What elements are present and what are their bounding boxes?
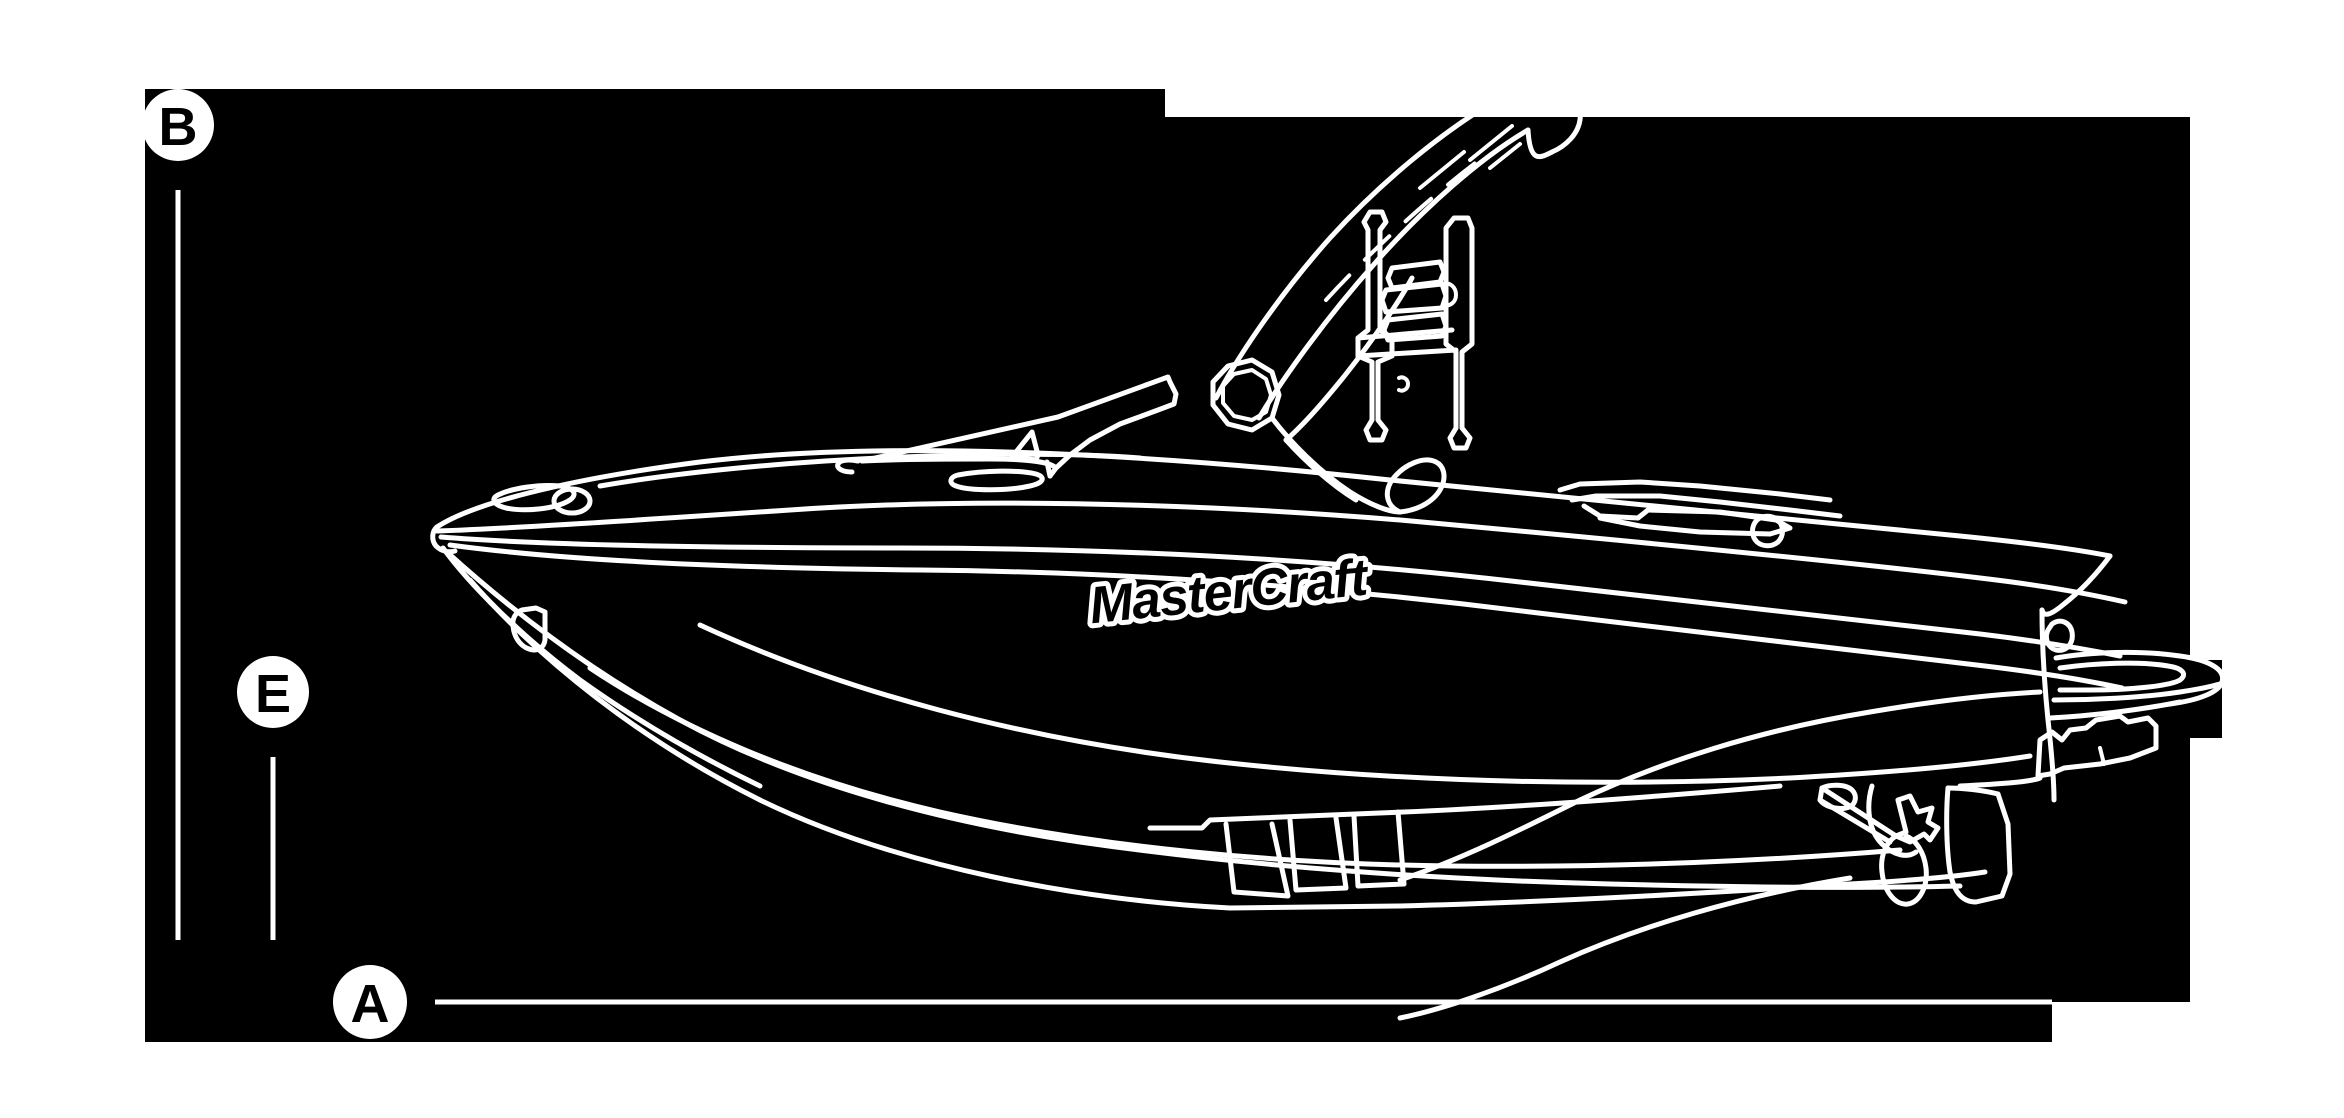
transom-step: [2035, 713, 2159, 779]
tower-arm-right: [1256, 127, 1531, 421]
callout-a-circle[interactable]: [333, 965, 407, 1039]
strake-fin-3: [1351, 809, 1407, 889]
callout-b[interactable]: B: [142, 89, 214, 940]
stern-group: [1957, 607, 2227, 803]
board-rack-group: [1355, 209, 1475, 451]
boat-lineart: [430, 67, 2227, 1021]
rear-deck-detail: [1581, 503, 1651, 521]
rack-cross-brace: [1355, 327, 1455, 341]
tower-base-hub-inner: [1221, 368, 1273, 422]
rack-post-right: [1443, 215, 1475, 451]
black-backdrop-panel: [145, 89, 2222, 1042]
tower-highlight-3: [1488, 142, 1522, 170]
tower-highlight-2: [1468, 124, 1514, 162]
hull-accent-line-2: [1397, 875, 1853, 1021]
tower-lower-leg: [1269, 415, 1403, 515]
strake-fin-1: [1223, 821, 1291, 899]
hull-crease: [587, 665, 1903, 869]
rear-deck-detail-2: [1597, 507, 1793, 537]
tower-inner-dashed: [1324, 150, 1492, 302]
swim-platform-top: [2053, 649, 2226, 707]
transom-step-detail: [2098, 746, 2106, 766]
rack-clamp-lower: [1381, 311, 1449, 343]
running-gear-group: [1147, 782, 2013, 907]
tower-rear-strut: [1283, 275, 1415, 443]
tower-lower-leg-inner: [1283, 437, 1359, 503]
propeller-lower-blade: [1879, 833, 1929, 907]
rack-cross-brace-2: [1355, 347, 1459, 359]
stern-bottom-edge: [1957, 775, 2043, 789]
drive-shaft: [1819, 785, 1899, 839]
hull-panel-break: [697, 622, 2033, 785]
tower-foot-mount: [1384, 457, 1447, 515]
tower-base-hub: [1210, 357, 1282, 433]
tower-head: [1487, 67, 1583, 160]
rack-foot-detail: [1397, 375, 1410, 393]
rudder-leading-edge: [1945, 785, 2001, 797]
rudder-icon: [1944, 785, 2013, 905]
prop-strut: [1866, 783, 1919, 858]
hull-step-line: [1147, 783, 1783, 831]
keel-bottom-line: [467, 577, 1988, 911]
callout-a-label: A: [351, 974, 390, 1034]
rack-knob-icon: [1441, 281, 1458, 308]
sheer-line: [434, 500, 2128, 605]
swim-platform-bottom: [2051, 679, 2227, 703]
platform-bracket: [2047, 699, 2183, 721]
windshield-outline: [859, 374, 1179, 479]
windshield-post: [1044, 459, 1053, 479]
bow-light-icon: [551, 486, 593, 516]
bow-hatch-outline: [491, 483, 577, 513]
tow-eye-icon: [2043, 618, 2075, 653]
callout-e[interactable]: E: [237, 656, 309, 940]
callout-b-label: B: [159, 97, 198, 157]
shaft-log-icon: [1817, 782, 1858, 811]
aft-gunwale: [2039, 553, 2113, 617]
tower-arm-left: [1213, 101, 1493, 401]
deck-vent-icon: [948, 468, 1045, 493]
rub-rail-lower: [447, 542, 2125, 691]
tower-group: [1210, 67, 1583, 515]
callout-b-circle[interactable]: [142, 89, 214, 161]
callout-a[interactable]: A: [333, 965, 2052, 1039]
callout-e-label: E: [255, 664, 291, 724]
hull-accent-line: [1397, 689, 2043, 883]
swim-platform-slot: [2057, 660, 2186, 693]
engine-hatch-seam-2: [1569, 493, 1843, 519]
engine-hatch-seam: [1557, 479, 1833, 503]
callout-e-circle[interactable]: [237, 656, 309, 728]
strake-fin-2: [1287, 815, 1349, 893]
rub-rail-upper: [438, 534, 2123, 659]
bow-cleat-icon: [510, 605, 548, 653]
tower-highlight-1: [1418, 150, 1466, 190]
bow-deck-seam: [597, 451, 1143, 489]
rack-post-left: [1355, 209, 1395, 443]
transom-edge: [2039, 607, 2057, 803]
